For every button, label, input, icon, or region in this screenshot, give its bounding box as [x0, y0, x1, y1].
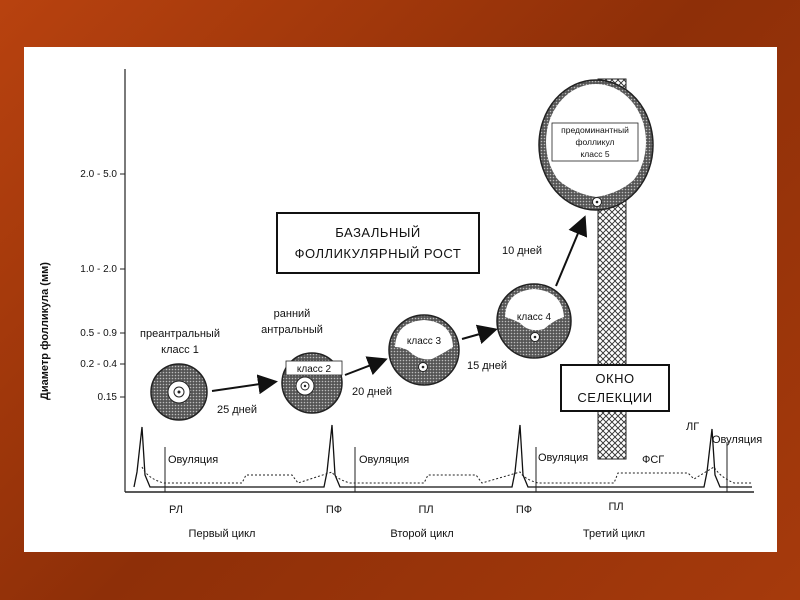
y-tick-2: 1.0 - 2.0: [80, 264, 117, 275]
phase-label-2: ПФ: [326, 504, 342, 516]
cycle-label-3: Третий цикл: [583, 528, 645, 540]
interval-15-days: 15 дней: [467, 360, 507, 372]
phase-label-5: ПЛ: [608, 501, 623, 513]
fsh-curve: [141, 466, 752, 484]
dominant-label-2: фолликул: [575, 137, 614, 147]
lh-label: ЛГ: [686, 421, 699, 433]
y-axis-label: Диаметр фолликула (мм): [39, 262, 51, 400]
y-axis-ticks: 2.0 - 5.0 1.0 - 2.0 0.5 - 0.9 0.2 - 0.4 …: [80, 169, 125, 403]
follicle-class-2-label: класс 2: [297, 364, 332, 375]
preantral-label-2: класс 1: [161, 344, 199, 356]
arrow-1-to-2: [211, 374, 278, 395]
follicle-class-3: [388, 314, 460, 386]
lh-curve: [133, 424, 752, 488]
selection-window-line1: ОКНО: [595, 371, 634, 386]
follicle-class-3-label: класс 3: [407, 336, 442, 347]
cycle-label-1: Первый цикл: [189, 528, 256, 540]
interval-20-days: 20 дней: [352, 386, 392, 398]
ovulation-label-1: Овуляция: [168, 454, 218, 466]
dominant-label-3: класс 5: [580, 149, 609, 159]
dominant-label-1: предоминантный: [561, 125, 629, 135]
basal-growth-box: [276, 212, 480, 274]
selection-window-box: [560, 364, 670, 412]
slide-canvas: Диаметр фолликула (мм) 2.0 - 5.0 1.0 - 2…: [24, 47, 777, 552]
follicle-class-4: [496, 283, 572, 359]
arrow-2-to-3: [344, 356, 388, 376]
follicle-growth-diagram: Диаметр фолликула (мм) 2.0 - 5.0 1.0 - 2…: [39, 69, 762, 540]
fsh-label: ФСГ: [642, 454, 664, 466]
y-tick-4: 0.2 - 0.4: [80, 359, 117, 370]
ovulation-label-2: Овуляция: [359, 454, 409, 466]
y-tick-1: 2.0 - 5.0: [80, 169, 117, 180]
follicle-class-4-label: класс 4: [517, 312, 552, 323]
cycle-label-2: Второй цикл: [390, 528, 453, 540]
y-tick-3: 0.5 - 0.9: [80, 328, 117, 339]
early-antral-label-2: антральный: [261, 324, 323, 336]
phase-label-1: РЛ: [169, 504, 183, 516]
interval-10-days: 10 дней: [502, 245, 542, 257]
arrow-3-to-4: [461, 324, 498, 344]
follicle-class-1: [150, 363, 208, 421]
y-tick-5: 0.15: [98, 392, 118, 403]
ovulation-label-3: Овуляция: [538, 452, 588, 464]
arrow-4-to-5: [555, 215, 588, 287]
follicle-class-2: [281, 352, 343, 414]
preantral-label-1: преантральный: [140, 328, 220, 340]
selection-window-line2: СЕЛЕКЦИИ: [577, 390, 652, 405]
phase-label-3: ПЛ: [418, 504, 433, 516]
ovulation-label-4: Овуляция: [712, 434, 762, 446]
phase-label-4: ПФ: [516, 504, 532, 516]
interval-25-days: 25 дней: [217, 404, 257, 416]
early-antral-label-1: ранний: [274, 308, 311, 320]
follicle-class-5: [538, 79, 654, 211]
basal-growth-line1: БАЗАЛЬНЫЙ: [335, 225, 420, 240]
basal-growth-line2: ФОЛЛИКУЛЯРНЫЙ РОСТ: [295, 246, 462, 261]
